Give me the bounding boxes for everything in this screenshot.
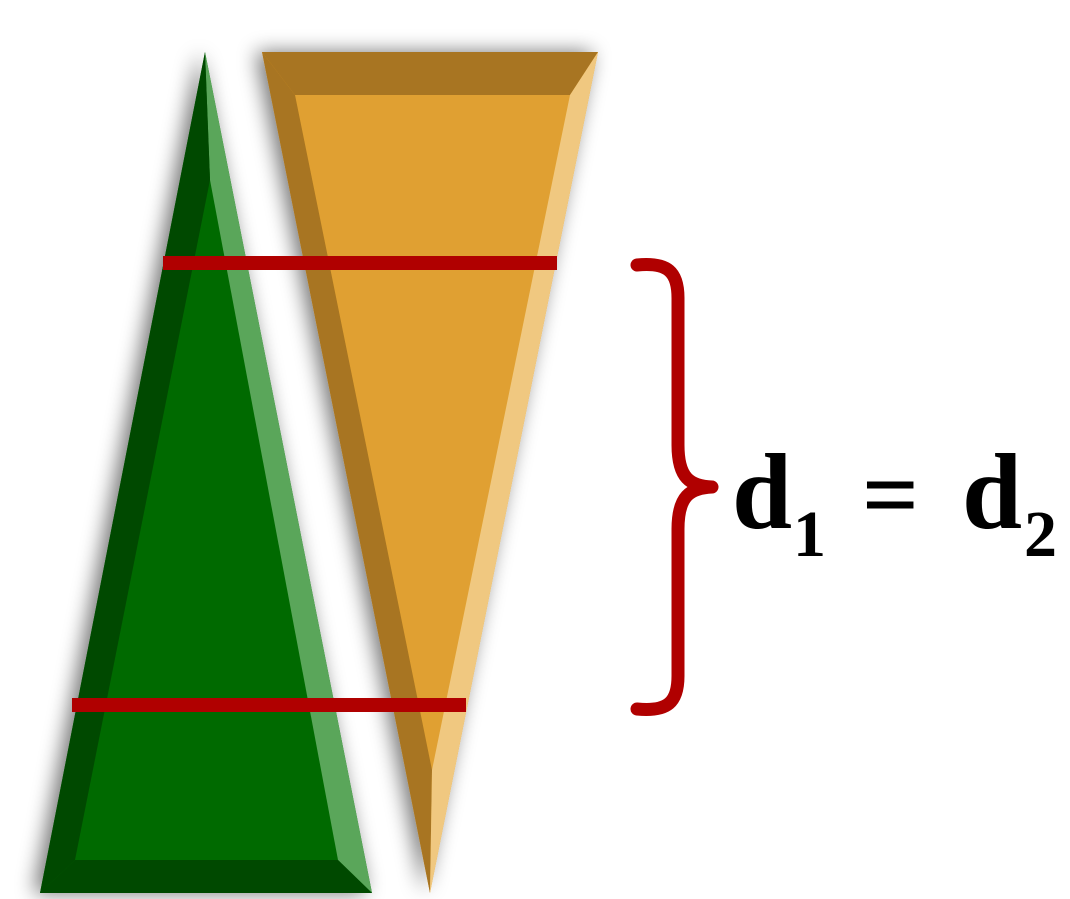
equation-operator: = xyxy=(862,439,919,550)
green-triangle-body xyxy=(40,52,372,893)
green-triangle-bottom-bevel xyxy=(40,860,372,893)
equation-sub-left: 1 xyxy=(793,498,826,571)
equation-var-right: d xyxy=(962,433,1022,552)
distance-equation: d 1 = d 2 xyxy=(732,433,1057,571)
equation-sub-right: 2 xyxy=(1024,498,1057,571)
equation-var-left: d xyxy=(732,433,792,552)
distance-brace xyxy=(630,257,719,717)
orange-triangle-top-bevel xyxy=(262,52,598,95)
